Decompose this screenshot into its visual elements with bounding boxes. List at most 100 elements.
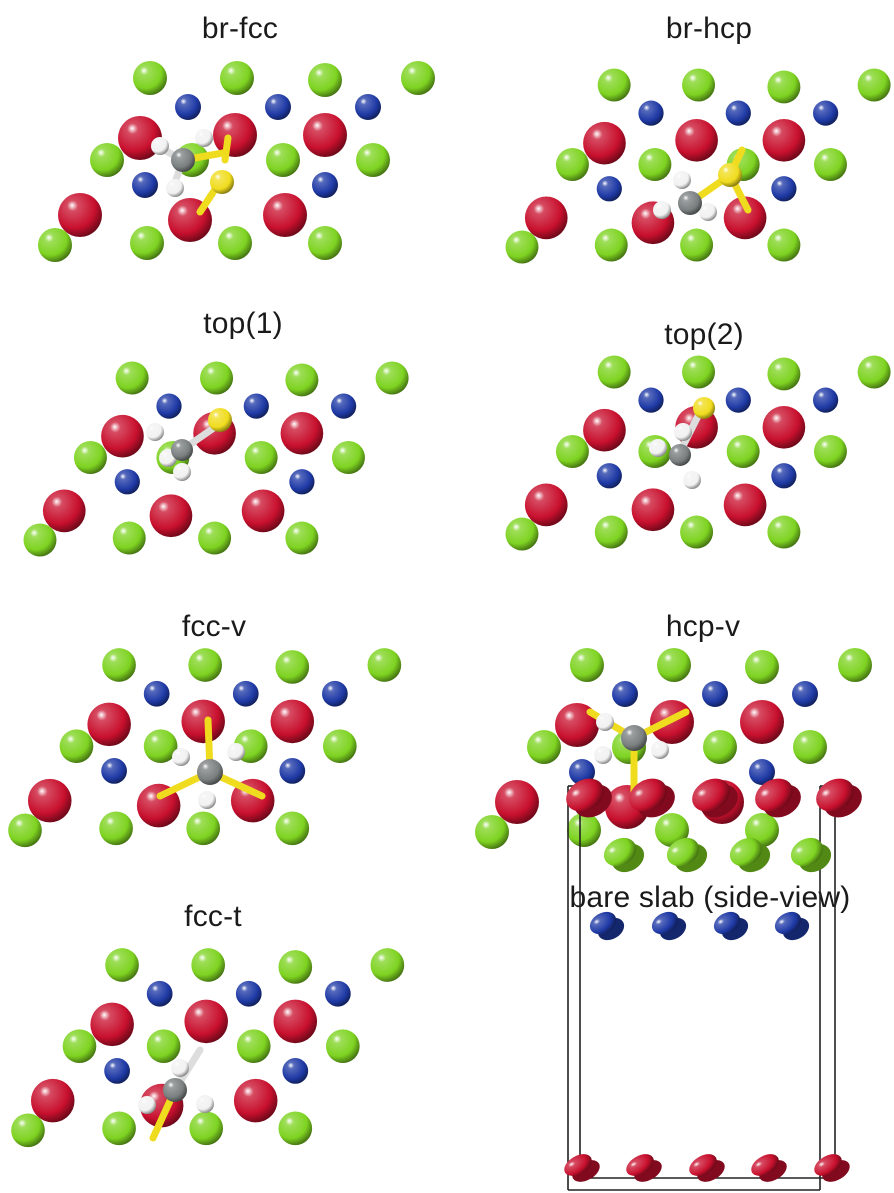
carbon-atom: [171, 148, 195, 172]
red-atom: [675, 118, 718, 162]
green-atom: [570, 648, 604, 682]
slab-atom: [564, 1154, 592, 1176]
green-atom: [555, 435, 589, 469]
green-atom: [838, 648, 872, 682]
hydrogen-atom: [649, 439, 667, 457]
blue-atom: [279, 758, 306, 784]
green-atom: [594, 228, 628, 262]
red-atom: [263, 193, 307, 237]
green-atom: [793, 730, 827, 764]
green-atom: [726, 435, 760, 469]
green-atom: [188, 648, 223, 682]
blue-atom: [104, 1058, 130, 1084]
green-atom: [102, 1111, 136, 1146]
hydrogen-atom: [227, 743, 245, 761]
red-atom: [101, 414, 144, 458]
green-atom: [567, 813, 601, 847]
panel-title-fcc-t: fcc-t: [184, 900, 242, 933]
red-atom: [181, 699, 225, 744]
red-atom: [303, 113, 347, 157]
red-atom: [90, 1002, 134, 1047]
green-atom: [813, 148, 847, 182]
green-atom: [401, 61, 435, 95]
green-atom: [745, 650, 779, 684]
red-atom: [631, 488, 675, 532]
slab-atom: [603, 837, 637, 867]
blue-atom: [638, 387, 664, 413]
carbon-atom: [197, 759, 223, 785]
green-atom: [857, 355, 891, 389]
blue-atom: [612, 681, 638, 707]
green-atom: [143, 729, 178, 764]
red-atom: [740, 700, 784, 744]
red-atom: [30, 1078, 75, 1123]
green-atom: [220, 61, 254, 95]
red-atom: [524, 196, 568, 240]
blue-atom: [813, 387, 839, 413]
green-atom: [325, 1029, 360, 1064]
green-atom: [285, 363, 319, 397]
green-atom: [200, 361, 234, 395]
carbon-atom: [163, 1078, 187, 1102]
slab-atom: [666, 837, 700, 867]
blue-atom: [156, 393, 182, 419]
green-atom: [189, 1111, 224, 1146]
surface-top2: [505, 355, 891, 551]
red-atom: [495, 780, 539, 824]
red-atom: [723, 483, 767, 527]
carbon-atom: [171, 439, 193, 461]
hydrogen-atom: [198, 791, 216, 809]
hydrogen-atom: [166, 179, 184, 197]
blue-atom: [114, 469, 140, 495]
green-atom: [505, 517, 539, 551]
green-atom: [375, 361, 409, 395]
green-atom: [218, 226, 252, 260]
green-atom: [99, 811, 133, 846]
blue-atom: [725, 387, 751, 413]
panel-title-top2: top(2): [664, 318, 744, 351]
hydrogen-atom: [146, 423, 164, 441]
green-atom: [244, 441, 278, 475]
blue-atom: [702, 681, 728, 707]
panel-title-br-fcc: br-fcc: [201, 12, 279, 45]
panel-title-fcc-v: fcc-v: [181, 610, 247, 643]
red-atom: [273, 999, 318, 1044]
green-atom: [682, 355, 716, 389]
green-atom: [767, 70, 801, 104]
blue-atom: [355, 94, 381, 120]
sulfur-atom: [208, 408, 232, 432]
sulfur-atom: [693, 397, 715, 419]
surface-br-hcp: [505, 68, 891, 264]
blue-atom: [725, 100, 751, 126]
slab-atom: [651, 911, 679, 935]
red-atom: [233, 1078, 278, 1123]
slab-atom: [814, 1154, 842, 1176]
blue-atom: [771, 463, 797, 489]
green-atom: [767, 515, 801, 549]
blue-atom: [322, 680, 348, 707]
slab-atom: [626, 1154, 654, 1176]
red-atom: [583, 121, 626, 165]
red-atom: [58, 193, 102, 237]
green-atom: [198, 521, 232, 555]
slab-atom: [729, 837, 763, 867]
green-atom: [680, 515, 714, 549]
red-atom: [87, 702, 131, 747]
blue-atom: [569, 759, 595, 785]
slab-atom: [566, 778, 604, 812]
blue-atom: [331, 393, 357, 419]
green-atom: [597, 68, 631, 102]
hydrogen-atom: [172, 748, 190, 766]
hydrogen-atom: [594, 746, 612, 764]
red-atom: [270, 699, 315, 744]
hydrogen-atom: [151, 137, 169, 155]
surface-hcp-v: [475, 648, 872, 849]
green-atom: [102, 648, 136, 682]
green-atom: [367, 648, 402, 682]
hydrogen-atom: [171, 1059, 189, 1077]
green-atom: [266, 143, 300, 177]
green-atom: [638, 148, 672, 182]
green-atom: [680, 228, 714, 262]
surface-fcc-t: [11, 948, 405, 1148]
